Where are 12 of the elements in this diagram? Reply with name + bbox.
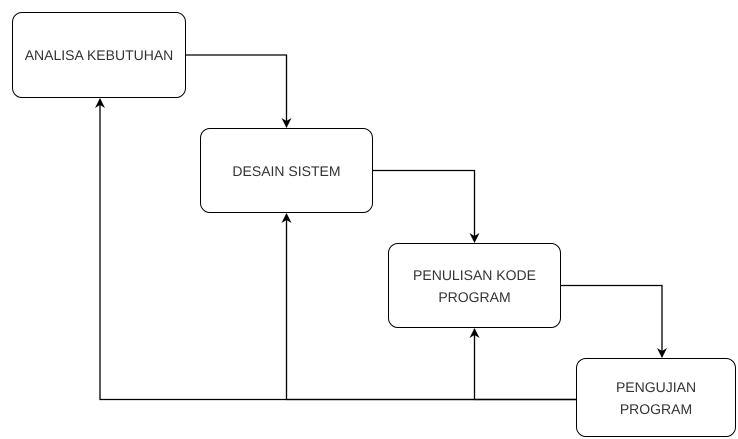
arrow <box>561 284 667 358</box>
arrow <box>470 328 576 400</box>
box-label: ANALISA KEBUTUHAN <box>24 46 174 65</box>
arrow <box>186 54 292 128</box>
process-box <box>12 12 186 98</box>
process-box <box>576 358 736 437</box>
box-label: PENGUJIAN PROGRAM <box>614 378 698 418</box>
box-label: DESAIN SISTEM <box>232 162 341 180</box>
arrow <box>373 170 480 243</box>
box-label: PENULISAN KODE PROGRAM <box>412 266 537 306</box>
process-box <box>388 243 561 328</box>
process-box <box>200 128 373 213</box>
